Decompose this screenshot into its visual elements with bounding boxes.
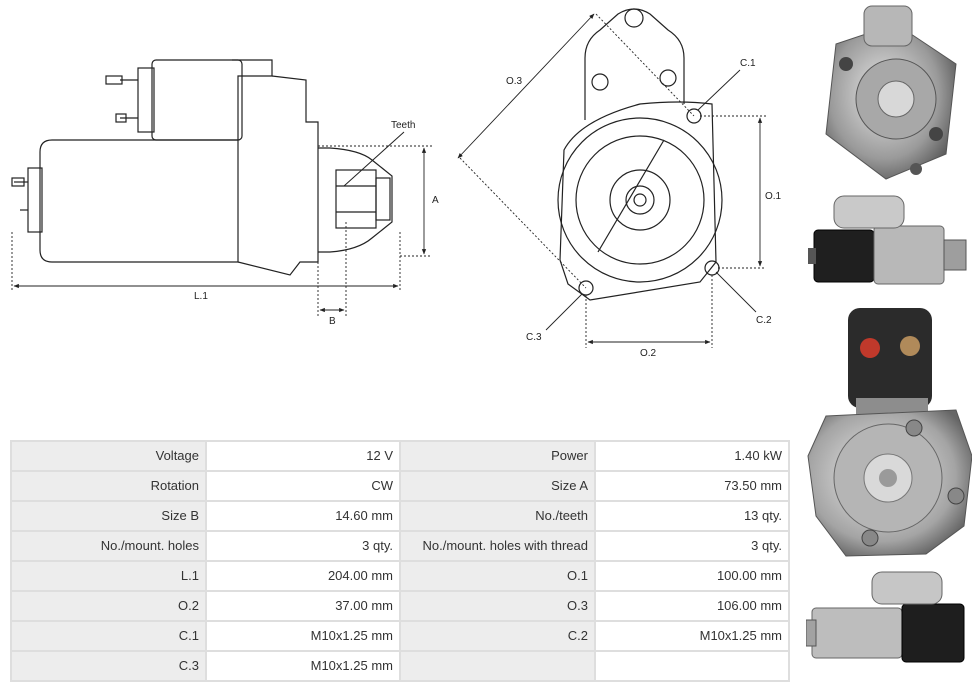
spec-value: 106.00 mm: [594, 590, 790, 622]
table-row: O.2 37.00 mm O.3 106.00 mm: [10, 590, 790, 622]
table-row: Rotation CW Size A 73.50 mm: [10, 470, 790, 502]
spec-value: M10x1.25 mm: [205, 620, 401, 652]
spec-value: 100.00 mm: [594, 560, 790, 592]
label-teeth: Teeth: [391, 120, 415, 131]
spec-value: 37.00 mm: [205, 590, 401, 622]
spec-value: 12 V: [205, 440, 401, 472]
table-row: No./mount. holes 3 qty. No./mount. holes…: [10, 530, 790, 562]
product-photo-front-angle: [825, 5, 957, 180]
spec-value: 3 qty.: [594, 530, 790, 562]
spec-label: L.1: [10, 560, 207, 592]
label-a: A: [432, 195, 439, 206]
spec-value: 204.00 mm: [205, 560, 401, 592]
spec-label: [399, 650, 596, 682]
spec-label: C.3: [10, 650, 207, 682]
spec-label: C.1: [10, 620, 207, 652]
label-c3: C.3: [526, 332, 542, 343]
spec-label: No./teeth: [399, 500, 596, 532]
table-row: Voltage 12 V Power 1.40 kW: [10, 440, 790, 472]
spec-value: 1.40 kW: [594, 440, 790, 472]
spec-label: O.2: [10, 590, 207, 622]
spec-label: Voltage: [10, 440, 207, 472]
spec-label: No./mount. holes with thread: [399, 530, 596, 562]
spec-label: Power: [399, 440, 596, 472]
spec-value: 3 qty.: [205, 530, 401, 562]
label-o1: O.1: [765, 191, 782, 202]
product-photo-side-upper: [808, 195, 967, 285]
technical-drawing: Teeth A L.1 B C.1 O.3 O.1 C.2 C.3: [11, 8, 782, 359]
label-c1: C.1: [740, 58, 756, 69]
specifications-table: Voltage 12 V Power 1.40 kW Rotation CW S…: [10, 440, 790, 682]
table-row: C.3 M10x1.25 mm: [10, 650, 790, 682]
spec-value: [594, 650, 790, 682]
table-row: C.1 M10x1.25 mm C.2 M10x1.25 mm: [10, 620, 790, 652]
label-b: B: [329, 316, 336, 327]
spec-label: Rotation: [10, 470, 207, 502]
spec-value: 73.50 mm: [594, 470, 790, 502]
spec-value: M10x1.25 mm: [594, 620, 790, 652]
spec-label: O.1: [399, 560, 596, 592]
spec-label: No./mount. holes: [10, 530, 207, 562]
spec-value: 14.60 mm: [205, 500, 401, 532]
product-photo-side-lower: [806, 571, 965, 663]
label-c2: C.2: [756, 315, 772, 326]
spec-value: CW: [205, 470, 401, 502]
table-row: Size B 14.60 mm No./teeth 13 qty.: [10, 500, 790, 532]
front-view-drawing: [557, 8, 723, 301]
spec-value: M10x1.25 mm: [205, 650, 401, 682]
spec-label: O.3: [399, 590, 596, 622]
spec-value: 13 qty.: [594, 500, 790, 532]
spec-label: C.2: [399, 620, 596, 652]
product-photo-rear-face: [807, 308, 972, 557]
label-l1: L.1: [194, 291, 208, 302]
label-o2: O.2: [640, 348, 657, 359]
spec-label: Size B: [10, 500, 207, 532]
spec-label: Size A: [399, 470, 596, 502]
table-row: L.1 204.00 mm O.1 100.00 mm: [10, 560, 790, 592]
product-photo-column: [806, 0, 976, 692]
label-o3: O.3: [506, 76, 523, 87]
side-view-drawing: [11, 59, 405, 276]
